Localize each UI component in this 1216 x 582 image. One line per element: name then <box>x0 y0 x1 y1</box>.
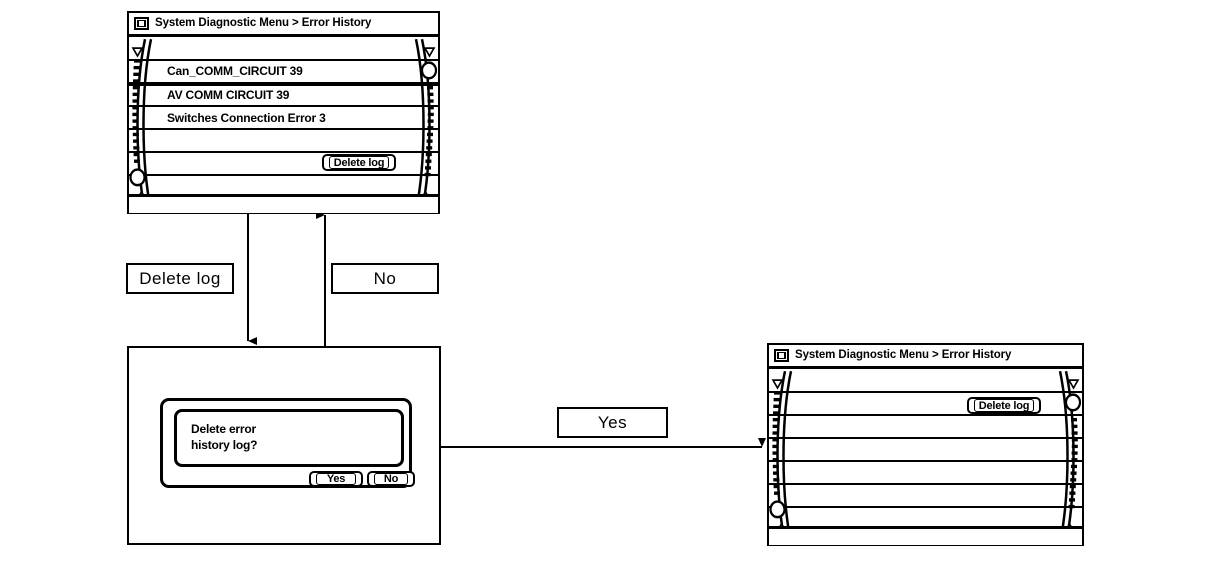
list-item[interactable]: Can_COMM_CIRCUIT 39 <box>167 64 303 78</box>
row-separators <box>769 369 1082 545</box>
dialog-message-line-1: Delete error <box>191 422 256 436</box>
screen-list-area: Delete log <box>769 369 1082 545</box>
list-item[interactable]: Switches Connection Error 3 <box>167 111 326 125</box>
screen-error-history-empty: System Diagnostic Menu > Error History <box>767 343 1084 546</box>
right-scroll-ornament[interactable] <box>1048 369 1082 545</box>
screen-list-area: Can_COMM_CIRCUIT 39 AV COMM CIRCUIT 39 S… <box>129 37 438 213</box>
transition-label-text: Delete log <box>139 268 221 288</box>
dialog-yes-button-label: Yes <box>316 473 356 485</box>
dialog-yes-button[interactable]: Yes <box>309 471 363 487</box>
screen-footer <box>129 194 438 212</box>
transition-label-text: No <box>373 268 397 288</box>
list-item[interactable]: AV COMM CIRCUIT 39 <box>167 88 290 102</box>
diagnostic-screen-icon <box>134 17 149 30</box>
transition-label-yes: Yes <box>557 407 668 438</box>
diagnostic-screen-icon <box>774 349 789 362</box>
screen-title: System Diagnostic Menu > Error History <box>795 348 1012 361</box>
state-confirm-dialog: Delete error history log? Yes No <box>127 346 441 545</box>
screen-title: System Diagnostic Menu > Error History <box>155 16 372 29</box>
row-separators <box>129 37 438 213</box>
left-scroll-ornament[interactable] <box>769 369 803 545</box>
dialog-no-button-label: No <box>374 473 408 485</box>
left-scroll-ornament[interactable] <box>129 37 163 213</box>
delete-log-button[interactable]: Delete log <box>322 154 396 171</box>
transition-label-no: No <box>331 263 439 294</box>
screen-footer <box>769 526 1082 544</box>
delete-log-button[interactable]: Delete log <box>967 397 1041 414</box>
screen-titlebar: System Diagnostic Menu > Error History <box>129 13 438 37</box>
transition-label-delete-log: Delete log <box>126 263 234 294</box>
screen-error-history: System Diagnostic Menu > Error History <box>127 11 440 214</box>
dialog-message-line-2: history log? <box>191 438 258 452</box>
confirm-dialog: Delete error history log? Yes No <box>160 398 415 488</box>
dialog-no-button[interactable]: No <box>367 471 415 487</box>
transition-label-text: Yes <box>597 412 628 432</box>
delete-log-button-label: Delete log <box>329 156 389 169</box>
dialog-message-box: Delete error history log? <box>174 409 404 467</box>
screen-titlebar: System Diagnostic Menu > Error History <box>769 345 1082 369</box>
right-scroll-ornament[interactable] <box>404 37 438 213</box>
delete-log-button-label: Delete log <box>974 399 1034 412</box>
